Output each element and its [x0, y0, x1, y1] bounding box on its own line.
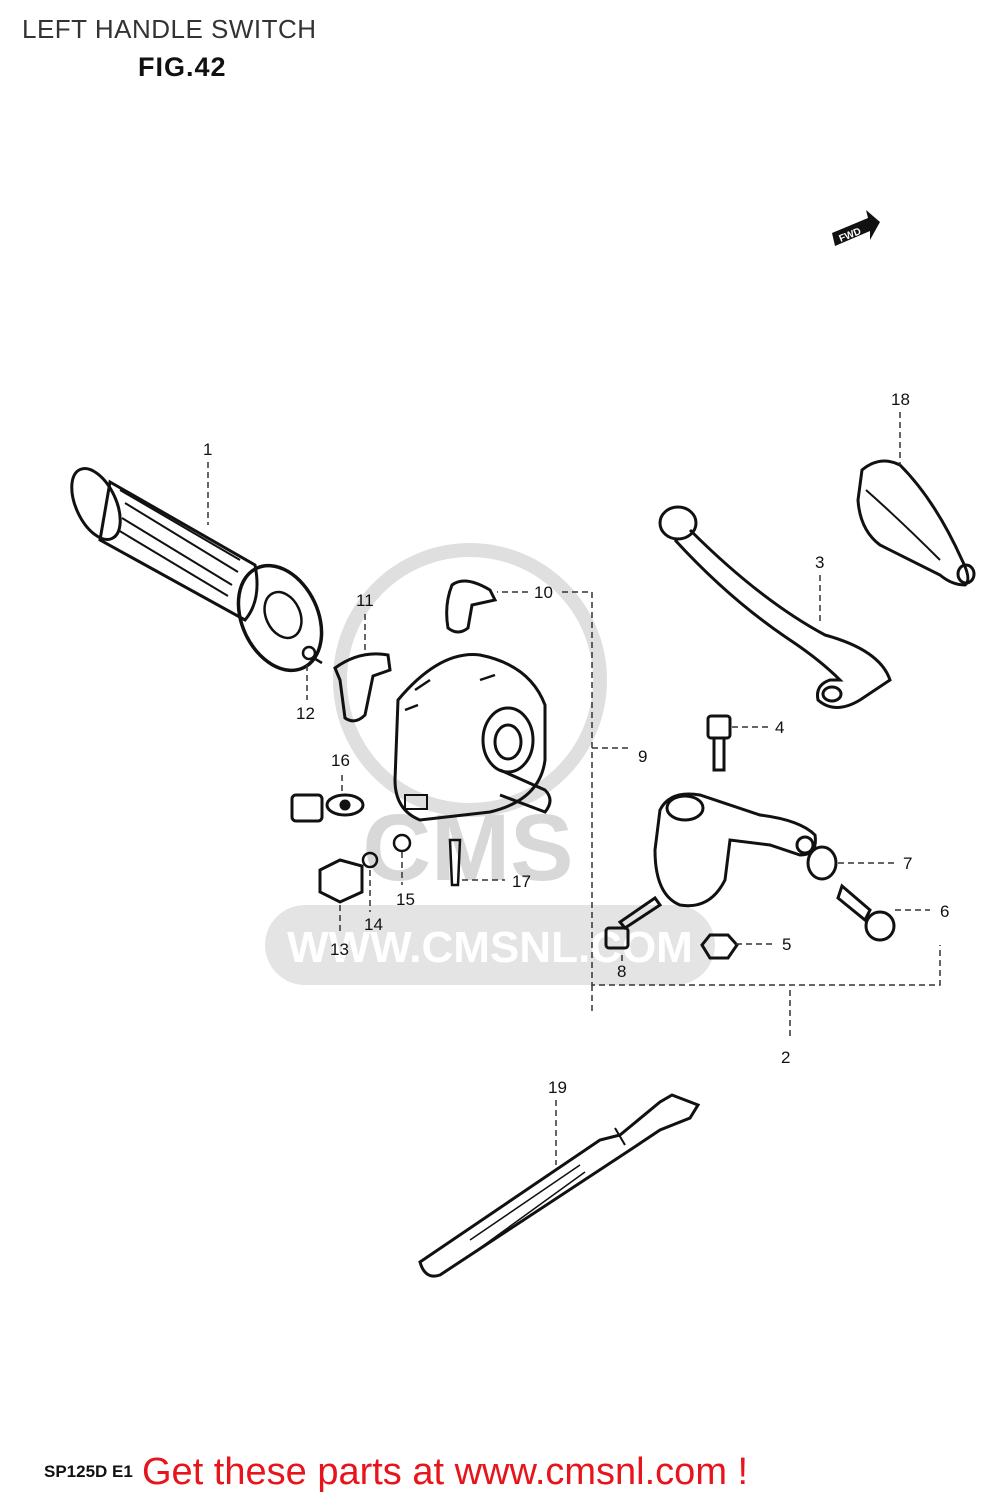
- callout-4: 4: [775, 718, 784, 737]
- washer-7-part: [806, 845, 838, 881]
- callout-13: 13: [330, 940, 349, 959]
- callout-18: 18: [891, 390, 910, 409]
- callout-17: 17: [512, 872, 531, 891]
- callout-numbers: 1 2 3 4 5 6 7 8 9 10 11 12 13 14 15 16 1…: [203, 390, 949, 1097]
- footer-cta-link[interactable]: Get these parts at www.cmsnl.com !: [142, 1451, 749, 1493]
- knob-part: [445, 579, 498, 634]
- button-16-part: [290, 793, 365, 823]
- lever-cover-part: [856, 459, 976, 587]
- watermark-banner: [265, 905, 715, 985]
- callout-15: 15: [396, 890, 415, 909]
- fwd-arrow-tag: FWD: [832, 210, 880, 246]
- screw-17-part: [448, 838, 462, 887]
- switch-lever-part: [333, 652, 392, 723]
- watermark-ring: [333, 543, 607, 817]
- grip-part: [70, 467, 324, 673]
- callout-10: 10: [534, 583, 553, 602]
- callout-8: 8: [617, 962, 626, 981]
- screw-15-part: [392, 833, 412, 853]
- button-cap-13-part: [318, 858, 364, 904]
- callout-12: 12: [296, 704, 315, 723]
- lever-holder-part: [653, 792, 817, 908]
- figure-label: FIG.42: [138, 52, 227, 82]
- leader-lines: [207, 412, 941, 1165]
- bolt-8-part: [604, 895, 663, 950]
- page-title: LEFT HANDLE SWITCH: [22, 14, 317, 44]
- callout-3: 3: [815, 553, 824, 572]
- cable-tie-part: [418, 1093, 701, 1278]
- callout-11: 11: [356, 591, 374, 610]
- switch-housing-part: [393, 653, 552, 822]
- callout-5: 5: [782, 935, 791, 954]
- callout-7: 7: [903, 854, 912, 873]
- model-code: SP125D E1: [44, 1462, 133, 1481]
- callout-19: 19: [548, 1078, 567, 1097]
- callout-2: 2: [781, 1048, 790, 1067]
- callout-6: 6: [940, 902, 949, 921]
- bolt-4-part: [706, 714, 732, 772]
- nut-5-part: [700, 933, 739, 960]
- callout-9: 9: [638, 747, 647, 766]
- fwd-arrow-shape: [832, 210, 880, 246]
- watermark: CMS WWW.CMSNL.COM: [265, 543, 715, 985]
- screw-12-part: [301, 645, 323, 665]
- bolt-6-part: [836, 883, 896, 942]
- watermark-brand: CMS: [362, 795, 573, 901]
- callout-14: 14: [364, 915, 383, 934]
- lever-part: [658, 505, 892, 709]
- fwd-label: FWD: [838, 226, 863, 245]
- screw-14-part: [361, 851, 379, 869]
- callout-1: 1: [203, 440, 212, 459]
- callout-16: 16: [331, 751, 350, 770]
